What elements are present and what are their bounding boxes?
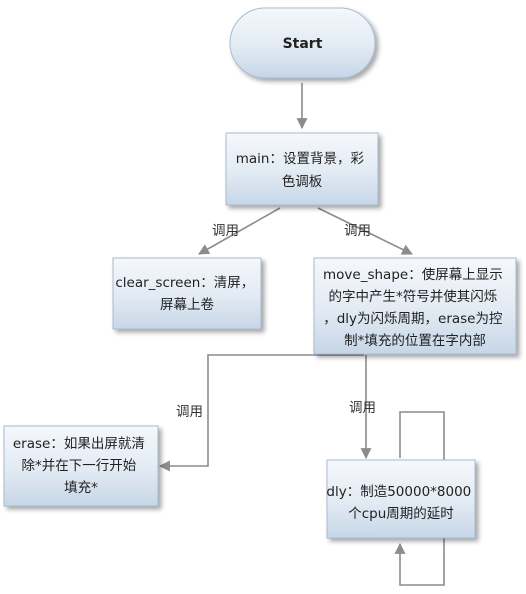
clear-screen-text-line: clear_screen：清屏， (115, 275, 254, 291)
dly-box (326, 459, 476, 539)
edge-label-main-to-move: 调用 (344, 223, 371, 239)
move-shape-text-line: move_shape：使屏幕上显示 (323, 266, 503, 283)
node-start: Start (229, 7, 376, 79)
move-shape-text-line: ，dly为闪烁周期，erase为控 (323, 311, 503, 327)
main-text-line: 色调板 (282, 173, 323, 190)
main-text: main：设置背景，彩 色调板 (236, 151, 369, 190)
erase-text-line: erase：如果出屏就清 (13, 436, 145, 452)
erase-text-line: 填充* (64, 480, 98, 496)
move-shape-text-line: 制*填充的位置在字内部 (344, 333, 486, 349)
node-erase: erase：如果出屏就清 除*并在下一行开始 填充* (3, 425, 159, 507)
dly-text-line: 个cpu周期的延时 (348, 506, 454, 522)
edge-label-move-to-dly: 调用 (349, 400, 376, 416)
move-shape-box (313, 257, 517, 355)
edge-label-main-to-clear: 调用 (212, 223, 239, 239)
node-clear-screen: clear_screen：清屏， 屏幕上卷 (112, 257, 262, 330)
main-text-line: main：设置背景，彩 (236, 151, 365, 167)
edge-move-shape-to-erase (158, 354, 364, 472)
clear-screen-text: clear_screen：清屏， 屏幕上卷 (115, 275, 258, 313)
edges: 调用 调用 调用 调用 (158, 83, 445, 586)
edge-label-move-to-erase: 调用 (176, 404, 203, 420)
edge-main-to-clear-screen (198, 207, 281, 255)
move-shape-text-line: 的字中产生*符号并使其闪烁 (328, 288, 497, 305)
clear-screen-text-line: 屏幕上卷 (160, 297, 214, 313)
start-terminator (229, 7, 376, 79)
erase-text: erase：如果出屏就清 除*并在下一行开始 填充* (13, 436, 149, 496)
main-box (225, 132, 379, 206)
dly-text: dly：制造50000*8000 个cpu周期的延时 (326, 484, 475, 522)
node-move-shape: move_shape：使屏幕上显示 的字中产生*符号并使其闪烁 ，dly为闪烁周… (313, 257, 517, 355)
erase-box (3, 425, 159, 507)
dly-text-line: dly：制造50000*8000 (326, 484, 471, 500)
edge-main-to-move-shape (317, 207, 413, 255)
node-dly: dly：制造50000*8000 个cpu周期的延时 (326, 459, 476, 539)
erase-text-line: 除*并在下一行开始 (21, 458, 136, 474)
start-label: Start (283, 36, 323, 52)
node-main: main：设置背景，彩 色调板 (225, 132, 379, 206)
move-shape-text: move_shape：使屏幕上显示 的字中产生*符号并使其闪烁 ，dly为闪烁周… (323, 266, 507, 349)
clear-screen-box (112, 257, 262, 330)
